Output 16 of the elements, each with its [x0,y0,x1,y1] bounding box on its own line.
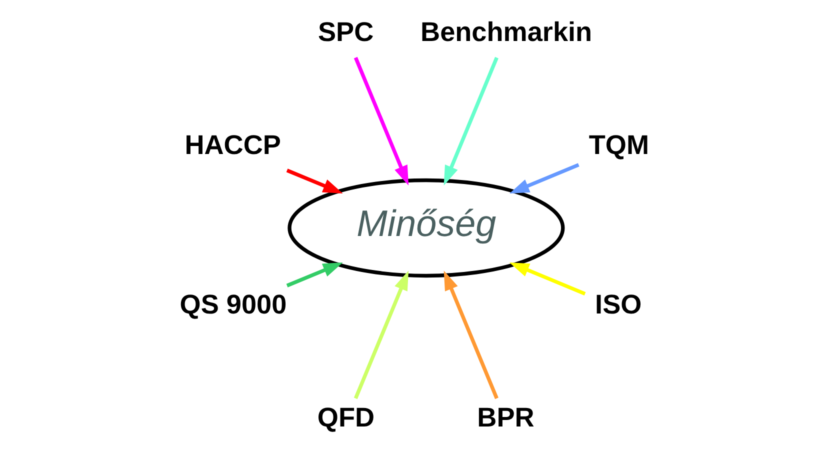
arrow [286,262,342,288]
node-text: QFD [316,402,374,433]
node-text: BPR [476,402,534,433]
arrow [443,270,498,400]
node-text: TQM [588,128,649,160]
node-text: ISO [594,288,642,320]
arrow [353,270,408,400]
node-text: SPC [317,16,374,47]
arrow [508,262,586,296]
arrow [508,163,579,194]
arrow [286,168,342,194]
node-text: QS 9000 [179,288,286,320]
arrow [443,56,498,186]
node-text: HACCP [184,128,280,160]
node-text: Benchmarkin [420,16,592,47]
arrow [353,56,408,186]
